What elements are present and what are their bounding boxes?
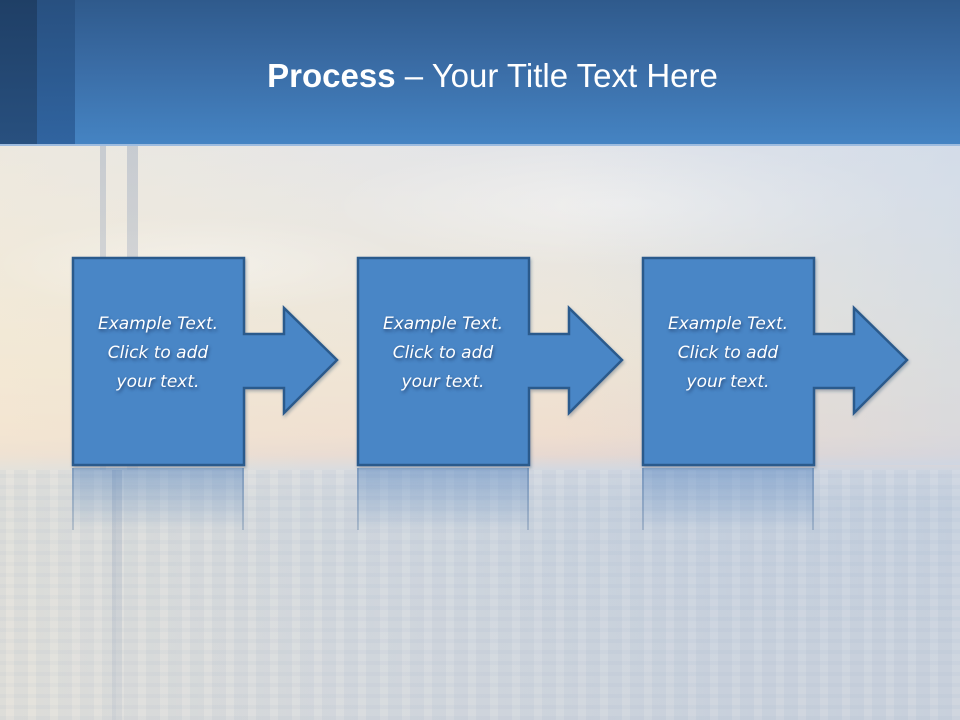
step-1-reflection bbox=[72, 468, 244, 530]
title-bar-divider bbox=[0, 144, 960, 146]
process-step-3[interactable]: Example Text. Click to add your text. bbox=[641, 256, 912, 467]
arrow-right-icon bbox=[641, 256, 909, 467]
arrow-right-icon bbox=[71, 256, 339, 467]
step-text-line: Click to add bbox=[677, 343, 779, 363]
step-text[interactable]: Example Text. Click to add your text. bbox=[72, 310, 244, 397]
accent-band-dark bbox=[0, 0, 37, 145]
step-text-line: Click to add bbox=[107, 343, 209, 363]
accent-band-mid bbox=[37, 0, 75, 145]
step-text[interactable]: Example Text. Click to add your text. bbox=[642, 310, 814, 397]
step-text-line: Example Text. bbox=[382, 314, 504, 334]
step-3-reflection bbox=[642, 468, 814, 530]
step-text[interactable]: Example Text. Click to add your text. bbox=[357, 310, 529, 397]
step-text-line: Example Text. bbox=[667, 314, 789, 334]
process-step-1[interactable]: Example Text. Click to add your text. bbox=[71, 256, 342, 467]
title-rest: – Your Title Text Here bbox=[395, 57, 718, 94]
step-2-reflection bbox=[357, 468, 529, 530]
step-text-line: Click to add bbox=[392, 343, 494, 363]
step-text-line: your text. bbox=[686, 372, 770, 392]
arrow-right-icon bbox=[356, 256, 624, 467]
background-city bbox=[0, 470, 960, 720]
step-text-line: your text. bbox=[401, 372, 485, 392]
step-text-line: your text. bbox=[116, 372, 200, 392]
process-step-2[interactable]: Example Text. Click to add your text. bbox=[356, 256, 627, 467]
background-tower-reflection bbox=[112, 470, 122, 720]
title-bold: Process bbox=[267, 57, 396, 94]
slide-title[interactable]: Process – Your Title Text Here bbox=[75, 52, 910, 100]
title-bar: Process – Your Title Text Here bbox=[0, 0, 960, 145]
step-text-line: Example Text. bbox=[97, 314, 219, 334]
